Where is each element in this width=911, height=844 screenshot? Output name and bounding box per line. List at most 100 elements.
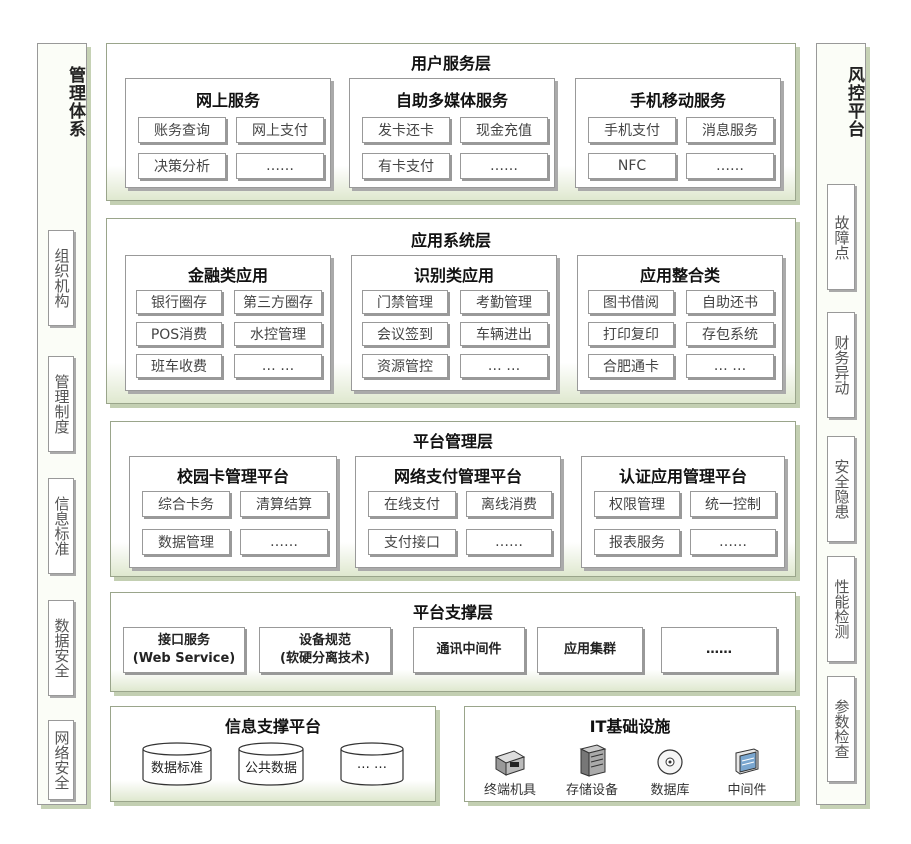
item: 存包系统 bbox=[686, 322, 774, 346]
layer-title: 平台管理层 bbox=[412, 432, 493, 451]
support-item-line2: (软硬分离技术) bbox=[280, 651, 370, 666]
support-item-line2: (Web Service) bbox=[132, 651, 236, 666]
item: …… bbox=[240, 529, 328, 555]
item: 打印复印 bbox=[588, 322, 674, 346]
risk-item-finance: 财务异动 bbox=[827, 312, 855, 418]
cylinder-label: 数据标准 bbox=[150, 761, 203, 776]
device-label: 数据库 bbox=[650, 783, 690, 798]
item: 第三方圈存 bbox=[234, 290, 322, 314]
item: 水控管理 bbox=[234, 322, 322, 346]
item-cash-topup: 现金充值 bbox=[460, 117, 548, 143]
support-item-line1: 应用集群 bbox=[563, 642, 616, 657]
group-title: 金融类应用 bbox=[187, 266, 268, 285]
item: 班车收费 bbox=[136, 354, 222, 378]
group-title: 认证应用管理平台 bbox=[618, 467, 747, 486]
terminal-device: 终端机具 bbox=[471, 747, 549, 798]
item: …… bbox=[690, 529, 776, 555]
group-auth-platform: 认证应用管理平台 权限管理 统一控制 报表服务 …… bbox=[581, 456, 785, 568]
middleware: 中间件 bbox=[711, 747, 783, 798]
item-more: …… bbox=[460, 153, 548, 179]
item: 报表服务 bbox=[594, 529, 680, 555]
layer-title: 应用系统层 bbox=[410, 231, 491, 250]
item: POS消费 bbox=[136, 322, 222, 346]
platform-management-layer: 平台管理层 校园卡管理平台 综合卡务 清算结算 数据管理 …… 网络支付管理平台… bbox=[110, 421, 796, 577]
data-standard-cylinder: 数据标准 bbox=[141, 741, 213, 787]
support-item-interface: 接口服务 (Web Service) bbox=[123, 627, 245, 673]
item-more: …… bbox=[236, 153, 324, 179]
group-finance-apps: 金融类应用 银行圈存 第三方圈存 POS消费 水控管理 班车收费 … … bbox=[125, 255, 331, 391]
item: … … bbox=[234, 354, 322, 378]
risk-item-fault: 故障点 bbox=[827, 184, 855, 290]
item: 离线消费 bbox=[466, 491, 552, 517]
user-service-layer: 用户服务层 网上服务 账务查询 网上支付 决策分析 …… 自助多媒体服务 发卡还… bbox=[106, 43, 796, 201]
risk-item-performance: 性能检测 bbox=[827, 556, 855, 662]
item: 会议签到 bbox=[362, 322, 448, 346]
item: 综合卡务 bbox=[142, 491, 230, 517]
info-support-platform: 信息支撑平台 数据标准 公共数据 … … bbox=[110, 706, 436, 802]
group-identify-apps: 识别类应用 门禁管理 考勤管理 会议签到 车辆进出 资源管控 … … bbox=[351, 255, 557, 391]
side-item-org: 组织机构 bbox=[48, 230, 74, 326]
platform-support-layer: 平台支撑层 接口服务 (Web Service) 设备规范 (软硬分离技术) 通… bbox=[110, 592, 796, 692]
group-integration-apps: 应用整合类 图书借阅 自助还书 打印复印 存包系统 合肥通卡 … … bbox=[577, 255, 783, 391]
support-item-middleware: 通讯中间件 bbox=[413, 627, 525, 673]
item-mobile-pay: 手机支付 bbox=[588, 117, 676, 143]
item: 银行圈存 bbox=[136, 290, 222, 314]
item-nfc: NFC bbox=[588, 153, 676, 179]
item: 在线支付 bbox=[368, 491, 456, 517]
device-label: 终端机具 bbox=[483, 783, 536, 798]
terminal-device-icon bbox=[494, 750, 526, 776]
support-item-device-spec: 设备规范 (软硬分离技术) bbox=[259, 627, 391, 673]
group-online-service: 网上服务 账务查询 网上支付 决策分析 …… bbox=[125, 78, 331, 188]
side-item-info-std: 信息标准 bbox=[48, 478, 74, 574]
support-item-line1: 通讯中间件 bbox=[436, 642, 502, 657]
it-infrastructure: IT基础设施 终端机具 存储设备 数据库 bbox=[464, 706, 796, 802]
risk-control-panel: 风控平台 故障点 财务异动 安全隐患 性能检测 参数检查 bbox=[816, 43, 866, 805]
layer-title: 用户服务层 bbox=[410, 54, 491, 73]
group-title: 应用整合类 bbox=[639, 266, 720, 285]
management-system-panel: 管理体系 组织机构 管理制度 信息标准 数据安全 网络安全 bbox=[37, 43, 87, 805]
item: 权限管理 bbox=[594, 491, 680, 517]
item: … … bbox=[686, 354, 774, 378]
cylinder-label: … … bbox=[356, 757, 388, 772]
group-title: 校园卡管理平台 bbox=[176, 467, 289, 486]
layer-title: 平台支撑层 bbox=[412, 603, 493, 622]
risk-item-params: 参数检查 bbox=[827, 676, 855, 782]
cylinder-label: 公共数据 bbox=[244, 761, 297, 776]
item-account-query: 账务查询 bbox=[138, 117, 226, 143]
item-online-pay: 网上支付 bbox=[236, 117, 324, 143]
layer-title: 信息支撑平台 bbox=[224, 717, 321, 736]
item: 门禁管理 bbox=[362, 290, 448, 314]
side-item-rules: 管理制度 bbox=[48, 356, 74, 452]
group-title: 识别类应用 bbox=[413, 266, 494, 285]
item: … … bbox=[460, 354, 548, 378]
item: 统一控制 bbox=[690, 491, 776, 517]
item: 图书借阅 bbox=[588, 290, 674, 314]
group-net-payment: 网络支付管理平台 在线支付 离线消费 支付接口 …… bbox=[355, 456, 561, 568]
item: 数据管理 bbox=[142, 529, 230, 555]
middleware-icon bbox=[735, 748, 759, 775]
support-item-line1: 设备规范 bbox=[298, 633, 351, 648]
device-label: 中间件 bbox=[727, 783, 767, 798]
item: 自助还书 bbox=[686, 290, 774, 314]
support-item-cluster: 应用集群 bbox=[537, 627, 643, 673]
item: 支付接口 bbox=[368, 529, 456, 555]
item-card-pay: 有卡支付 bbox=[362, 153, 450, 179]
item-decision: 决策分析 bbox=[138, 153, 226, 179]
item-message: 消息服务 bbox=[686, 117, 774, 143]
storage-device-icon bbox=[579, 744, 607, 777]
side-item-net-sec: 网络安全 bbox=[48, 720, 74, 800]
management-system-title: 管理体系 bbox=[65, 66, 85, 138]
more-cylinder: … … bbox=[339, 741, 405, 787]
database-disc-icon bbox=[657, 749, 683, 775]
item-more: …… bbox=[686, 153, 774, 179]
group-title: 网上服务 bbox=[195, 91, 260, 110]
side-item-data-sec: 数据安全 bbox=[48, 600, 74, 696]
group-campus-card: 校园卡管理平台 综合卡务 清算结算 数据管理 …… bbox=[129, 456, 337, 568]
group-title: 手机移动服务 bbox=[629, 91, 726, 110]
group-title: 自助多媒体服务 bbox=[395, 91, 508, 110]
device-label: 存储设备 bbox=[565, 783, 618, 798]
risk-control-title: 风控平台 bbox=[844, 66, 864, 138]
database: 数据库 bbox=[635, 747, 705, 798]
item: 清算结算 bbox=[240, 491, 328, 517]
item: 合肥通卡 bbox=[588, 354, 674, 378]
